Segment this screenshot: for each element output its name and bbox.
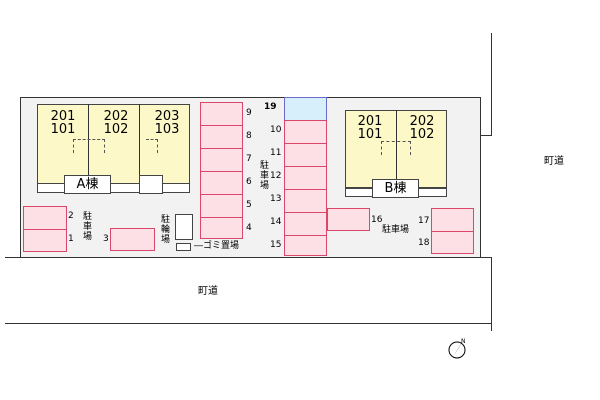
parking-slot-17[interactable] (431, 208, 474, 232)
building-a-strip (37, 183, 190, 193)
parking-slot-12[interactable] (284, 166, 327, 190)
road-label-right: 町道 (544, 156, 564, 167)
bike-parking (175, 214, 193, 240)
road-label-bottom: 町道 (198, 286, 218, 297)
north-compass-icon: N (448, 337, 466, 359)
slot-number: 4 (246, 223, 252, 233)
road-edge (5, 257, 492, 258)
parking-slot-18[interactable] (431, 231, 474, 254)
parking-label: 駐車場 (258, 160, 268, 190)
parking-slot-13[interactable] (284, 189, 327, 213)
slot-number: 19 (264, 102, 277, 112)
building-a-label: A棟 (64, 175, 111, 194)
slot-number: 13 (270, 194, 282, 204)
slot-number: 1 (68, 234, 74, 244)
slot-number: 11 (270, 148, 282, 158)
unit-divider (139, 104, 140, 184)
slot-number: 9 (246, 108, 252, 118)
parking-label: 駐車場 (382, 225, 410, 235)
parking-slot-9[interactable] (200, 102, 243, 126)
stair-outline (146, 139, 158, 153)
unit-divider (396, 110, 397, 188)
slot-number: 5 (246, 200, 252, 210)
road-edge (491, 257, 492, 331)
parking-slot-1[interactable] (23, 229, 67, 252)
entrance-notch (139, 175, 163, 194)
slot-number: 17 (418, 216, 430, 226)
slot-number: 3 (103, 234, 109, 244)
garbage-area (176, 243, 191, 251)
slot-number: 2 (68, 211, 74, 221)
parking-slot-7[interactable] (200, 148, 243, 172)
stair-outline (73, 139, 105, 153)
parking-slot-10[interactable] (284, 120, 327, 144)
slot-number: 10 (270, 125, 282, 135)
parking-slot-14[interactable] (284, 212, 327, 236)
slot-number: 12 (270, 171, 282, 181)
slot-number: 6 (246, 177, 252, 187)
parking-slot-4[interactable] (200, 217, 243, 239)
parking-label: 駐車場 (81, 211, 91, 241)
parking-slot-6[interactable] (200, 171, 243, 195)
slot-number: 8 (246, 131, 252, 141)
parking-slot-3[interactable] (110, 228, 155, 251)
stair-outline (381, 141, 411, 155)
unit-divider (88, 104, 89, 184)
slot-number: 15 (270, 240, 282, 250)
parking-slot-8[interactable] (200, 125, 243, 149)
bike-parking-label: 駐輪場 (159, 214, 169, 244)
road-edge (5, 323, 492, 324)
slot-number: 14 (270, 217, 282, 227)
svg-text:N: N (461, 338, 466, 345)
parking-slot-2[interactable] (23, 206, 67, 230)
boundary-line (491, 33, 492, 136)
parking-slot-19[interactable] (284, 97, 327, 121)
parking-slot-16[interactable] (327, 208, 370, 231)
building-b-label: B棟 (372, 179, 419, 198)
slot-number: 18 (418, 238, 430, 248)
boundary-line (480, 135, 492, 136)
building-a (37, 104, 190, 184)
parking-slot-5[interactable] (200, 194, 243, 218)
slot-number: 16 (371, 215, 383, 225)
parking-slot-11[interactable] (284, 143, 327, 167)
garbage-label: ―ゴミ置場 (194, 241, 240, 251)
parking-slot-15[interactable] (284, 235, 327, 256)
slot-number: 7 (246, 154, 252, 164)
